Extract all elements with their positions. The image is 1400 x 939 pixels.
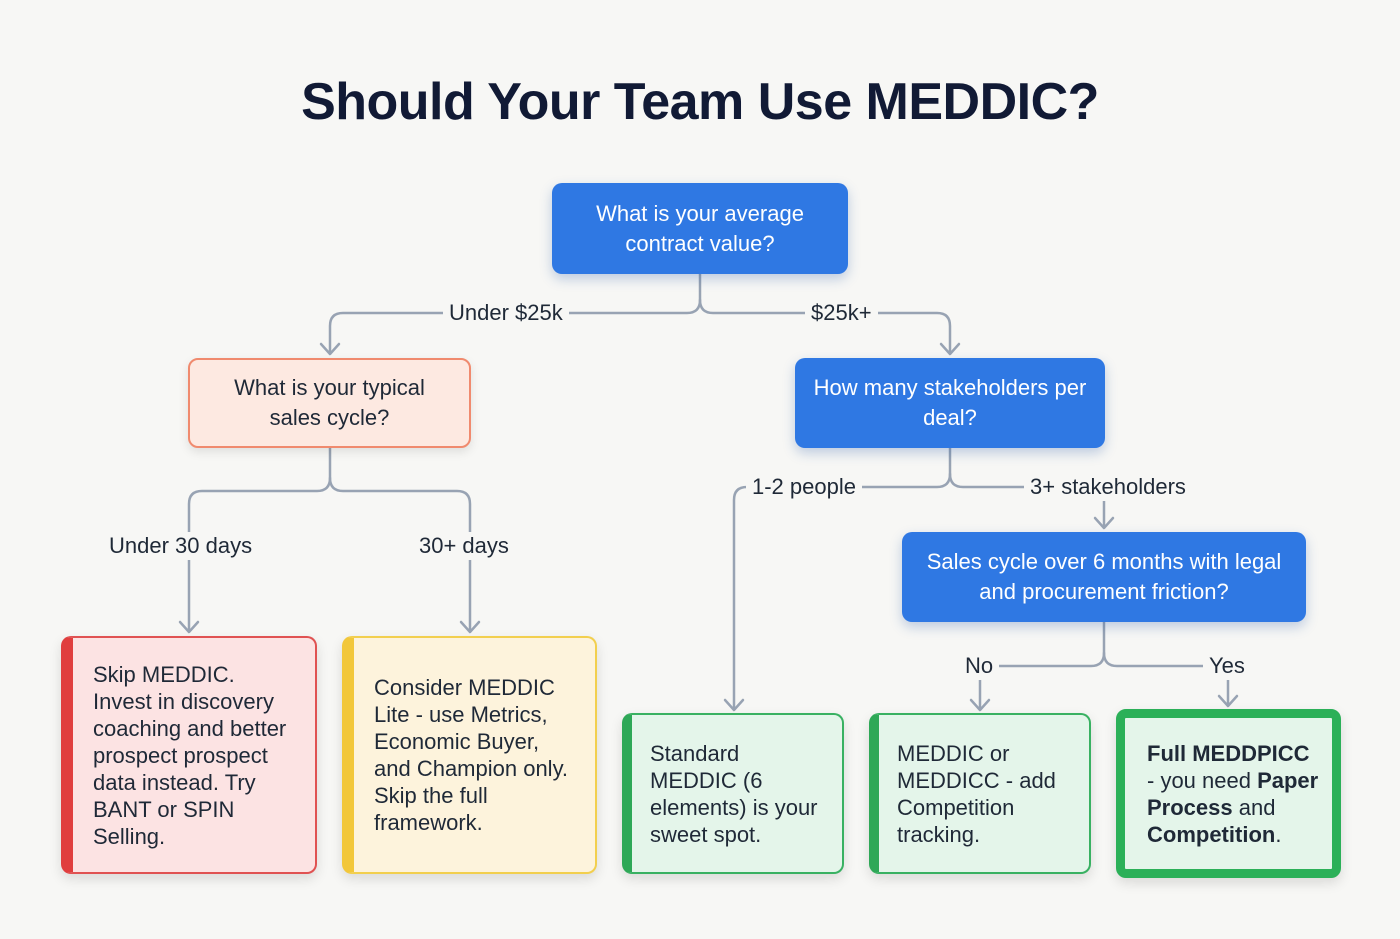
- outcome-skip-text: Skip MEDDIC. Invest in discovery coachin…: [93, 661, 287, 849]
- arrowhead: [723, 698, 745, 712]
- question-contract-value: What is your average contract value?: [552, 183, 848, 274]
- page-title: Should Your Team Use MEDDIC?: [301, 73, 1099, 131]
- edge-label-under-30-days: Under 30 days: [103, 532, 259, 560]
- edge-25k-plus: [698, 298, 952, 354]
- arrowhead: [969, 698, 991, 712]
- edge-label-3-plus-stakeholders: 3+ stakeholders: [1024, 473, 1192, 501]
- question-stakeholders: How many stakeholders per deal?: [795, 358, 1105, 448]
- edge-label-no: No: [959, 652, 1000, 680]
- arrowhead: [1217, 694, 1239, 708]
- outcome-standard-meddic: Standard MEDDIC (6 elements) is your swe…: [622, 713, 844, 874]
- edge-label-30-plus-days: 30+ days: [413, 532, 515, 560]
- outcome-meddic-lite: Consider MEDDIC Lite - use Metrics, Econ…: [342, 636, 597, 874]
- outcome-full-connector: - you need: [1147, 767, 1258, 793]
- arrowhead: [319, 342, 341, 356]
- arrowhead: [1093, 516, 1115, 530]
- edge-label-yes: Yes: [1203, 652, 1251, 680]
- outcome-standard-text: Standard MEDDIC (6 elements) is your swe…: [650, 740, 818, 847]
- edge-label-under-25k: Under $25k: [443, 299, 569, 327]
- outcome-full-text: Full MEDDPICC - you need Paper Process a…: [1147, 740, 1320, 848]
- edge-label-1-2-people: 1-2 people: [746, 473, 862, 501]
- outcome-meddicc-text: MEDDIC or MEDDICC - add Competition trac…: [897, 740, 1056, 847]
- arrowhead: [939, 342, 961, 356]
- outcome-full-connector: and: [1232, 794, 1276, 820]
- outcome-full-emphasis: Full MEDDPICC: [1147, 740, 1310, 766]
- question-long-cycle: Sales cycle over 6 months with legal and…: [902, 532, 1306, 622]
- edge-under-30: [187, 446, 332, 632]
- arrowhead: [178, 620, 200, 634]
- outcome-full-emphasis: Competition: [1147, 821, 1276, 847]
- edge-30-plus: [328, 476, 472, 632]
- arrowhead: [459, 620, 481, 634]
- outcome-full-period: .: [1275, 821, 1282, 847]
- edge-label-25k-plus: $25k+: [805, 299, 878, 327]
- outcome-lite-text: Consider MEDDIC Lite - use Metrics, Econ…: [374, 675, 569, 835]
- question-sales-cycle: What is your typical sales cycle?: [188, 358, 471, 448]
- outcome-full-emphasis: Paper Process: [1147, 767, 1319, 820]
- outcome-full-meddpicc: Full MEDDPICC - you need Paper Process a…: [1116, 709, 1341, 878]
- outcome-meddicc: MEDDIC or MEDDICC - add Competition trac…: [869, 713, 1091, 874]
- outcome-skip-meddic: Skip MEDDIC. Invest in discovery coachin…: [61, 636, 317, 874]
